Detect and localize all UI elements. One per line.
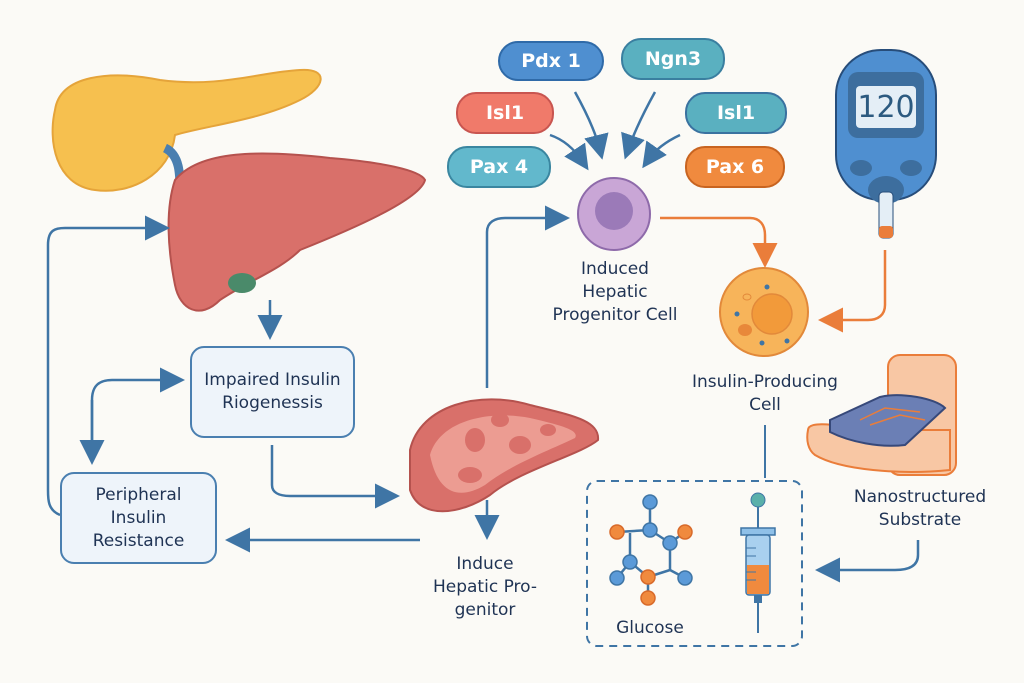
label-line: Induced	[581, 259, 649, 279]
insulin-cell-icon	[719, 267, 809, 357]
progenitor-cell-label: Induced Hepatic Progenitor Cell	[530, 258, 700, 327]
arrow	[621, 91, 657, 160]
peripheral-resistance-box: Peripheral Insulin Resistance	[60, 472, 217, 564]
glucometer-reading: 120	[857, 90, 915, 125]
nanostructured-substrate-label: Nanostructured Substrate	[830, 486, 1010, 532]
output-dashed-box	[586, 480, 803, 647]
liver-section-icon	[409, 398, 600, 513]
label-line: Substrate	[878, 510, 962, 530]
factor-isl1-left-pill: Isl1	[456, 92, 554, 134]
arrow	[660, 216, 778, 268]
label-line: genitor	[454, 600, 516, 620]
label-line: Cell	[749, 395, 781, 415]
label-line: Hepatic	[582, 282, 648, 302]
factor-label: Isl1	[716, 102, 756, 124]
arrow	[485, 205, 570, 388]
liver-icon	[167, 152, 427, 312]
factor-label: Pax 4	[469, 156, 529, 178]
factor-label: Pax 6	[705, 156, 765, 178]
syringe-icon	[740, 492, 776, 633]
impaired-insulin-box: Impaired Insulin Riogenessis	[190, 346, 355, 438]
factor-pax6-pill: Pax 6	[685, 146, 785, 188]
arrow	[90, 367, 185, 460]
label-line: Insulin-Producing	[692, 372, 838, 392]
factor-label: Ngn3	[644, 48, 702, 70]
substrate-icon	[806, 354, 957, 476]
progenitor-cell-icon	[577, 177, 651, 251]
arrow	[815, 540, 920, 583]
arrow	[46, 215, 170, 517]
glucose-label: Glucose	[616, 618, 684, 638]
arrow	[270, 445, 400, 509]
induce-hepatic-label: Induce Hepatic Pro- genitor	[395, 553, 575, 622]
arrow	[573, 91, 609, 160]
arrow	[818, 250, 887, 333]
label-line: Nanostructured	[853, 487, 987, 507]
impaired-insulin-label: Impaired Insulin Riogenessis	[204, 370, 341, 413]
insulin-cell-label: Insulin-Producing Cell	[670, 371, 860, 417]
factor-ngn3-pill: Ngn3	[621, 38, 725, 80]
factor-label: Pdx 1	[521, 50, 581, 72]
glucometer-icon	[835, 49, 937, 239]
factor-isl1-right-pill: Isl1	[685, 92, 787, 134]
label-line: Induce	[456, 554, 514, 574]
factor-label: Isl1	[485, 102, 525, 124]
label-line: Hepatic Pro-	[432, 577, 537, 597]
arrow	[549, 133, 589, 171]
factor-pdx1-pill: Pdx 1	[498, 41, 604, 81]
factor-pax4-pill: Pax 4	[447, 146, 551, 188]
arrow	[642, 133, 681, 169]
label-line: Progenitor Cell	[552, 305, 678, 325]
peripheral-resistance-label: Peripheral Insulin Resistance	[92, 484, 185, 551]
glucose-molecule-icon	[609, 494, 693, 606]
